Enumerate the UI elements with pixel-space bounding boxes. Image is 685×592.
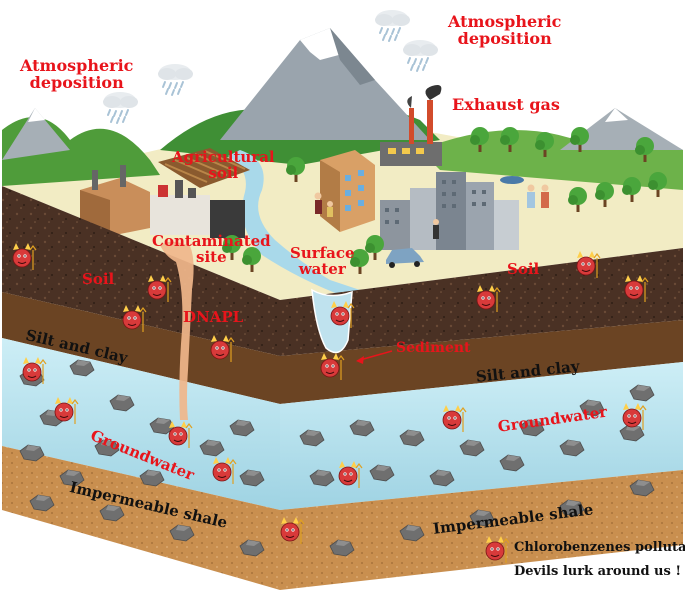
person-icon [314,176,549,239]
dnapl-label: DNAPL [183,308,244,326]
agricultural-soil-label: Agricultural soil [172,148,275,182]
factory-icon [380,85,442,166]
sediment-label: Sediment [396,340,471,356]
building-icon [380,172,519,250]
surface-water-label: Surface water [290,244,355,278]
atmospheric-deposition-left-label: Atmospheric deposition [20,56,134,92]
soil-left-label: Soil [82,270,115,288]
mountain-icon [220,28,430,140]
legend-line-1: Chlorobenzenes pollutant [514,540,685,555]
legend-line-2: Devils lurk around us ! [514,564,682,579]
sediment-arrow [356,350,393,364]
dnapl-plume [160,241,194,420]
agricultural-field [158,148,250,188]
atmospheric-deposition-right-label: Atmospheric deposition [448,12,562,48]
car-icon [386,248,424,268]
mountain-icon [2,108,683,160]
exhaust-gas-label: Exhaust gas [452,95,560,114]
building-icon [320,150,375,232]
river [228,150,360,298]
contaminated-site-label: Contaminated site [152,232,271,266]
factory-icon [80,165,245,238]
soil-right-label: Soil [507,260,540,278]
surface-water-pond [311,288,353,354]
